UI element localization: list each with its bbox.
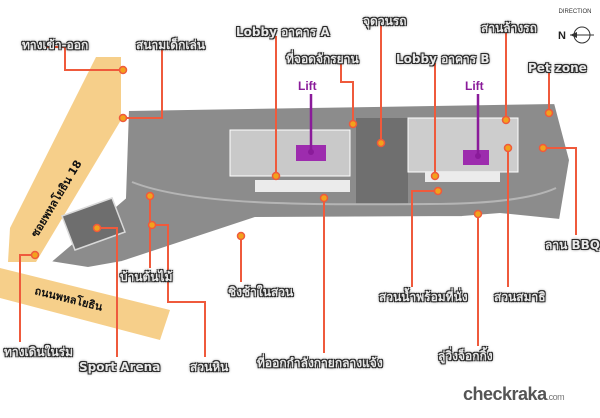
sport-arena-court — [61, 197, 126, 251]
label-walkway: ทางเดินในร่ม — [4, 345, 74, 359]
label-lobby-a: Lobby อาคาร A — [236, 25, 330, 39]
label-entrance: ทางเข้า-ออก — [22, 38, 89, 52]
marker-sport-arena — [92, 223, 102, 233]
label-bbq: ลาน BBQ — [545, 238, 600, 252]
lobby-a-room — [255, 180, 350, 192]
compass-north: N — [558, 30, 566, 42]
marker-dropoff — [376, 138, 386, 148]
marker-swing — [236, 231, 246, 241]
label-water-garden: สวนน้ำพร้อมที่นั่ง — [379, 290, 468, 304]
label-outdoor-gym: ที่ออกกำลังกายกลางแจ้ง — [257, 356, 383, 370]
main-road — [0, 268, 170, 340]
brand-name: checkraka — [463, 384, 547, 404]
label-bike-park: ที่จอดจักรยาน — [286, 52, 359, 66]
label-playground: สนามเด็กเล่น — [136, 38, 205, 52]
compass: DIRECTION N — [558, 9, 594, 44]
marker-entrance — [118, 65, 128, 75]
lift-leaders — [309, 94, 480, 156]
label-swing: ชิงช้าในสวน — [228, 285, 294, 299]
compass-direction: DIRECTION — [559, 9, 592, 15]
leader-rock-garden — [152, 224, 206, 357]
marker-lobby-a — [271, 171, 281, 181]
marker-outdoor-gym — [319, 193, 329, 203]
jogging-track — [131, 181, 557, 206]
marker-lobby-b — [430, 171, 440, 181]
marker-pet-zone — [544, 108, 554, 118]
site-plan-body — [47, 101, 572, 270]
label-car-wash: สานล้างรถ — [481, 21, 537, 35]
label-jogging: ลู่วิ่งจ็อกกิ้ง — [438, 349, 493, 363]
markers — [30, 65, 554, 260]
label-dropoff: จุดวนรถ — [363, 14, 407, 28]
marker-tree-house — [145, 191, 155, 201]
label-rock-garden: สวนหิน — [190, 360, 229, 374]
leader-bike-park — [340, 63, 354, 124]
brand-domain: .com — [546, 392, 565, 402]
label-meditation: สวนสมาธิ — [494, 290, 546, 304]
compass-arrow-icon — [570, 32, 577, 38]
marker-walkway — [30, 250, 40, 260]
leader-water-garden — [411, 190, 438, 287]
lift-a-label: Lift — [298, 79, 317, 93]
marker-car-wash — [501, 115, 511, 125]
lift-b-label: Lift — [465, 79, 484, 93]
roads — [0, 57, 170, 340]
leader-bbq — [543, 147, 577, 235]
building-a — [229, 129, 351, 177]
label-pet-zone: Pet zone — [528, 61, 587, 75]
marker-playground — [118, 113, 128, 123]
lobby-b-room — [425, 172, 500, 182]
leader-walkway — [19, 254, 35, 342]
marker-rock-garden — [147, 220, 157, 230]
marker-water-garden — [433, 186, 443, 196]
marker-meditation — [503, 143, 513, 153]
leader-sport-arena — [97, 227, 118, 357]
lift-b-dot — [475, 153, 481, 159]
leader-entrance — [34, 46, 123, 71]
soi-road — [8, 57, 121, 262]
marker-bike-park — [348, 119, 358, 129]
marker-jogging — [473, 209, 483, 219]
label-lobby-b: Lobby อาคาร B — [396, 52, 490, 66]
label-tree-house: บ้านต้นไม้ — [120, 270, 173, 284]
lift-a-dot — [308, 149, 314, 155]
lift-dots — [308, 149, 481, 159]
marker-bbq — [538, 143, 548, 153]
leader-playground — [123, 48, 163, 119]
label-sport-arena: Sport Arena — [79, 360, 161, 374]
brand-logo: checkraka.com — [463, 384, 565, 405]
leader-lines — [19, 25, 577, 357]
